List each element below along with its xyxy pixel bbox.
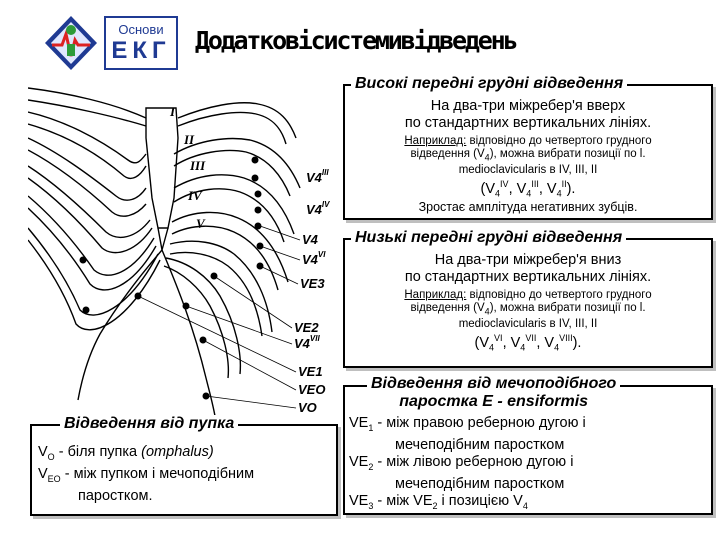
high-leads-example: Наприклад: відповідно до четвертого груд…: [345, 135, 711, 177]
high-leads-line-1: На два-три міжребер'я вверх: [345, 98, 711, 115]
logo-bottom-text: ЕКГ: [106, 37, 176, 65]
ribcage-drawing: [28, 88, 300, 422]
high-leads-formula: (V4IV, V4III, V4II).: [345, 179, 711, 199]
navel-leads-heading: Відведення від пупка: [60, 415, 238, 433]
low-leads-heading: Низькі передні грудні відведення: [351, 229, 626, 247]
high-leads-note: Зростає амплітуда негативних зубців.: [345, 201, 711, 214]
electrode-dots: [80, 157, 264, 400]
lead-label-v4-vii: V4VII: [294, 334, 320, 351]
lead-label-v4: V4: [302, 232, 319, 247]
low-leads-example: Наприклад: відповідно до четвертого груд…: [345, 289, 711, 331]
logo: Основи ЕКГ: [42, 14, 180, 74]
lead-label-v4-iii: V4III: [306, 168, 329, 185]
ecg-logo-icon: [42, 14, 100, 72]
rib-label-1: I: [169, 104, 176, 119]
low-leads-line-1: На два-три міжребер'я вниз: [345, 252, 711, 269]
lead-label-ve2: VE2: [294, 320, 319, 335]
lead-label-v4-vi: V4VI: [302, 250, 326, 267]
rib-label-2: II: [183, 132, 195, 147]
chest-diagram: I II III IV V V4III V4IV V4 V4VI VE3 VE2…: [28, 78, 358, 428]
xiphoid-leads-body: VE1 - між правою реберною дугою і мечепо…: [349, 415, 711, 515]
navel-leads-body: VO - біля пупка (omphalus) VEO - між пуп…: [38, 444, 336, 505]
navel-leads-panel: Відведення від пупка VO - біля пупка (om…: [30, 424, 338, 516]
xiphoid-leads-heading: Відведення від мечоподібного паростка Е …: [367, 375, 620, 411]
high-leads-line-2: по стандартних вертикальних лініях.: [345, 115, 711, 132]
rib-label-4: IV: [187, 188, 203, 203]
page-title: Додатковісистемивідведень: [195, 26, 715, 55]
low-leads-formula: (V4VI, V4VII, V4VIII).: [345, 333, 711, 353]
logo-top-text: Основи: [106, 22, 176, 37]
high-leads-heading: Високі передні грудні відведення: [351, 75, 627, 93]
xiphoid-leads-panel: Відведення від мечоподібного паростка Е …: [343, 385, 713, 515]
rib-label-5: V: [196, 216, 206, 231]
lead-label-vo: VO: [298, 400, 317, 415]
lead-label-v4-iv: V4IV: [306, 200, 330, 217]
low-leads-line-2: по стандартних вертикальних лініях.: [345, 269, 711, 286]
lead-label-ve3: VE3: [300, 276, 325, 291]
lead-label-veo: VEO: [298, 382, 325, 397]
low-leads-panel: Низькі передні грудні відведення На два-…: [343, 238, 713, 368]
logo-textbox: Основи ЕКГ: [104, 16, 178, 70]
rib-label-3: III: [189, 158, 206, 173]
lead-label-ve1: VE1: [298, 364, 323, 379]
high-leads-panel: Високі передні грудні відведення На два-…: [343, 84, 713, 220]
